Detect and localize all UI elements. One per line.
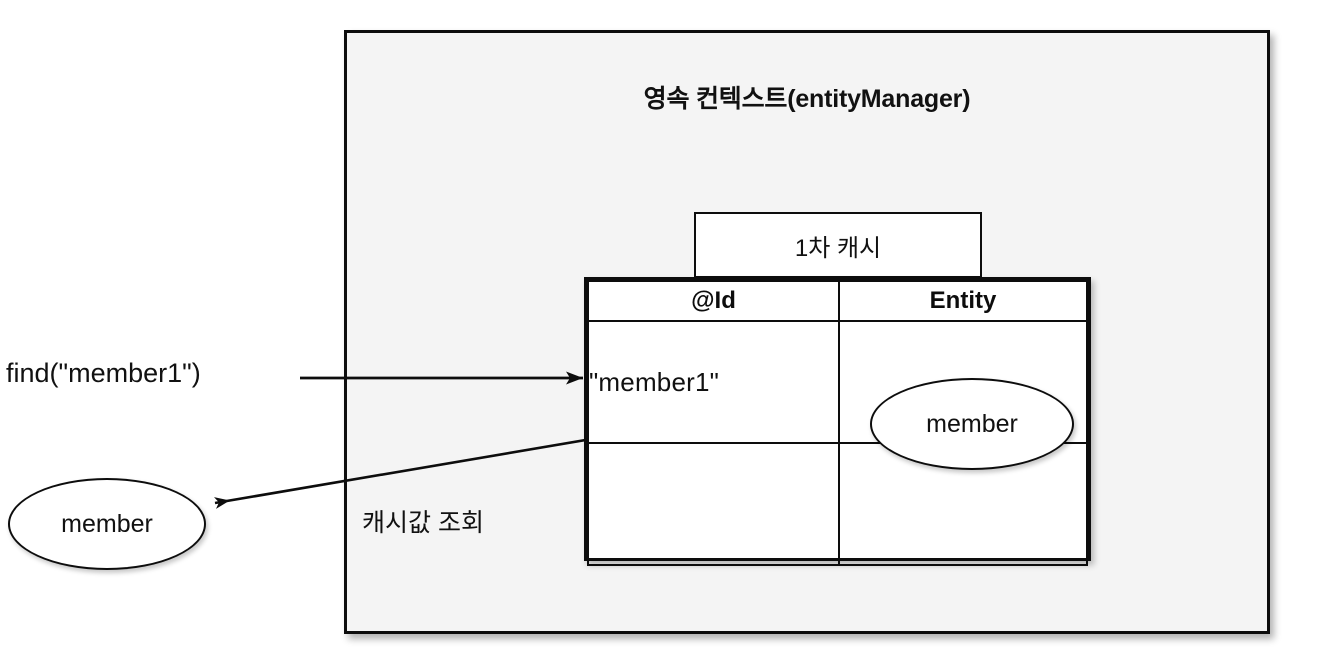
entity-ellipse-member: member [870, 378, 1074, 470]
first-level-cache-table: @Id Entity "member1" member [584, 277, 1091, 566]
result-ellipse-member: member [8, 478, 206, 570]
first-level-cache-label-box: 1차 캐시 [694, 212, 982, 278]
find-call-label: find("member1") [6, 358, 201, 388]
cache-table-grid: @Id Entity "member1" member [587, 280, 1088, 566]
cell-id-1: "member1" [587, 320, 840, 444]
table-header-row: @Id Entity [587, 280, 1088, 322]
table-row: "member1" member [587, 320, 1088, 470]
column-header-id: @Id [587, 280, 840, 322]
column-header-entity: Entity [838, 280, 1088, 322]
cache-lookup-label: 캐시값 조회 [362, 509, 484, 537]
cell-id-2 [587, 442, 840, 566]
cell-entity-1: member [838, 320, 1088, 470]
persistence-context-title: 영속 컨텍스트(entityManager) [643, 85, 971, 113]
